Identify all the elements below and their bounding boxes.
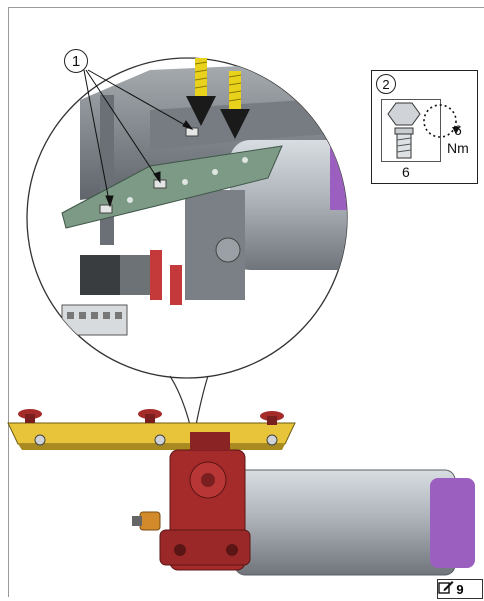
leader-lines xyxy=(83,69,194,208)
gear-bracket xyxy=(159,432,251,571)
callout-2: 2 xyxy=(376,74,396,94)
mounting-plate xyxy=(7,422,296,445)
screw-arrow-right xyxy=(220,71,250,139)
screw-hole-1 xyxy=(99,204,113,214)
screw-hole-3 xyxy=(185,127,199,137)
page-frame-left xyxy=(8,7,9,597)
motor-tube xyxy=(234,469,456,576)
connector-block xyxy=(80,255,120,295)
torque-value: 6 xyxy=(454,122,462,138)
page-frame-top xyxy=(8,7,484,8)
torque-detail-inner xyxy=(381,99,441,162)
mounting-knobs xyxy=(18,409,284,425)
overview-assembly xyxy=(7,409,475,576)
hex-screw-icon xyxy=(387,102,421,159)
wrench-size: 6 xyxy=(402,164,410,180)
magnifier-pointer xyxy=(169,375,209,426)
insertion-arrows xyxy=(186,58,250,139)
page-tag: 9 xyxy=(437,579,483,599)
screw-arrow-left xyxy=(186,58,216,126)
callout-1: 1 xyxy=(64,49,88,73)
magnified-detail xyxy=(26,57,348,379)
page-number: 9 xyxy=(456,581,464,597)
torque-detail-box: 2 6 Nm 6 xyxy=(371,70,478,184)
terminal-strip xyxy=(61,304,128,336)
torque-unit: Nm xyxy=(447,140,469,156)
adjustment-knob xyxy=(132,511,161,531)
rotation-direction-icon xyxy=(423,104,460,138)
edit-note-icon xyxy=(438,581,454,594)
